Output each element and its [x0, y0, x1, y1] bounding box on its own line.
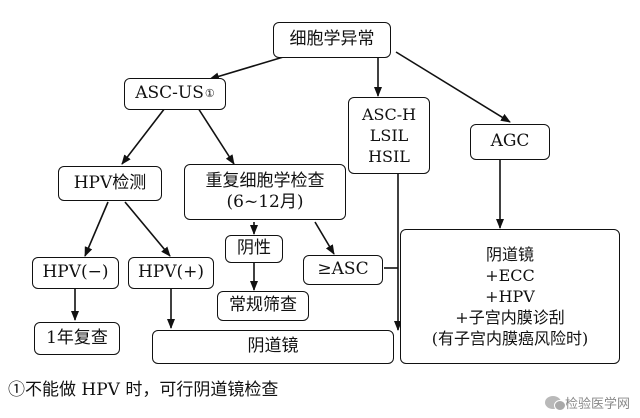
arrow-root-to-agc — [395, 51, 511, 123]
node-hpv-negative: HPV(−) — [32, 257, 119, 289]
agc-workup-line-5: (有子宫内膜癌风险时) — [431, 329, 589, 349]
agc-workup-line-4: +子宫内膜诊刮 — [455, 308, 565, 328]
node-cytology-abnormal-label: 细胞学异常 — [289, 29, 375, 50]
watermark: 检验医学网 — [544, 393, 630, 412]
node-hpv-positive: HPV(+) — [128, 257, 214, 289]
node-recheck-one-year-label: 1年复查 — [46, 327, 108, 348]
agc-workup-line-2: +ECC — [485, 265, 535, 285]
node-hpv-test: HPV检测 — [58, 166, 162, 201]
arrow-repeat-to-asc-or-worse — [314, 221, 335, 255]
arrow-hpv-test-to-negative — [84, 201, 109, 257]
node-recheck-one-year: 1年复查 — [34, 322, 120, 355]
node-hpv-test-label: HPV检测 — [73, 172, 147, 193]
node-high-grade: ASC-H LSIL HSIL — [348, 97, 430, 174]
footnote: ①不能做 HPV 时，可行阴道镜检查 — [8, 380, 279, 400]
footnote-marker: ① — [204, 87, 215, 101]
node-asc-or-worse: ≥ASC — [303, 255, 383, 285]
node-hpv-negative-label: HPV(−) — [42, 262, 109, 283]
high-grade-line-1: ASC-H — [361, 104, 417, 124]
watermark-text: 检验医学网 — [564, 397, 630, 412]
arrow-ascus-to-hpv-test — [121, 107, 166, 165]
arrow-hpv-test-to-positive — [124, 201, 171, 257]
agc-workup-line-3: +HPV — [485, 286, 535, 306]
wechat-icon — [544, 396, 566, 411]
node-colposcopy-label: 阴道镜 — [247, 336, 299, 357]
node-asc-us-label: ASC-US — [135, 83, 204, 104]
repeat-cytology-line-2: (6~12月) — [226, 192, 304, 212]
repeat-cytology-line-1: 重复细胞学检查 — [205, 170, 325, 191]
node-repeat-cytology: 重复细胞学检查 (6~12月) — [184, 164, 346, 220]
node-routine-screening-label: 常规筛查 — [229, 295, 297, 316]
node-agc: AGC — [470, 124, 550, 160]
node-negative-label: 阴性 — [237, 238, 271, 259]
arrow-ascus-to-repeat-cytology — [197, 107, 235, 165]
high-grade-line-3: HSIL — [368, 147, 410, 167]
node-agc-label: AGC — [490, 131, 530, 152]
node-asc-or-worse-label: ≥ASC — [317, 259, 369, 280]
high-grade-line-2: LSIL — [369, 125, 409, 145]
node-cytology-abnormal: 细胞学异常 — [273, 22, 391, 58]
agc-workup-line-1: 阴道镜 — [485, 244, 534, 264]
node-routine-screening: 常规筛查 — [217, 291, 309, 321]
node-hpv-positive-label: HPV(+) — [137, 262, 205, 283]
node-negative: 阴性 — [225, 235, 283, 263]
node-agc-workup: 阴道镜 +ECC +HPV +子宫内膜诊刮 (有子宫内膜癌风险时) — [400, 229, 620, 364]
node-asc-us: ASC-US ① — [124, 78, 226, 110]
node-colposcopy: 阴道镜 — [152, 330, 394, 364]
